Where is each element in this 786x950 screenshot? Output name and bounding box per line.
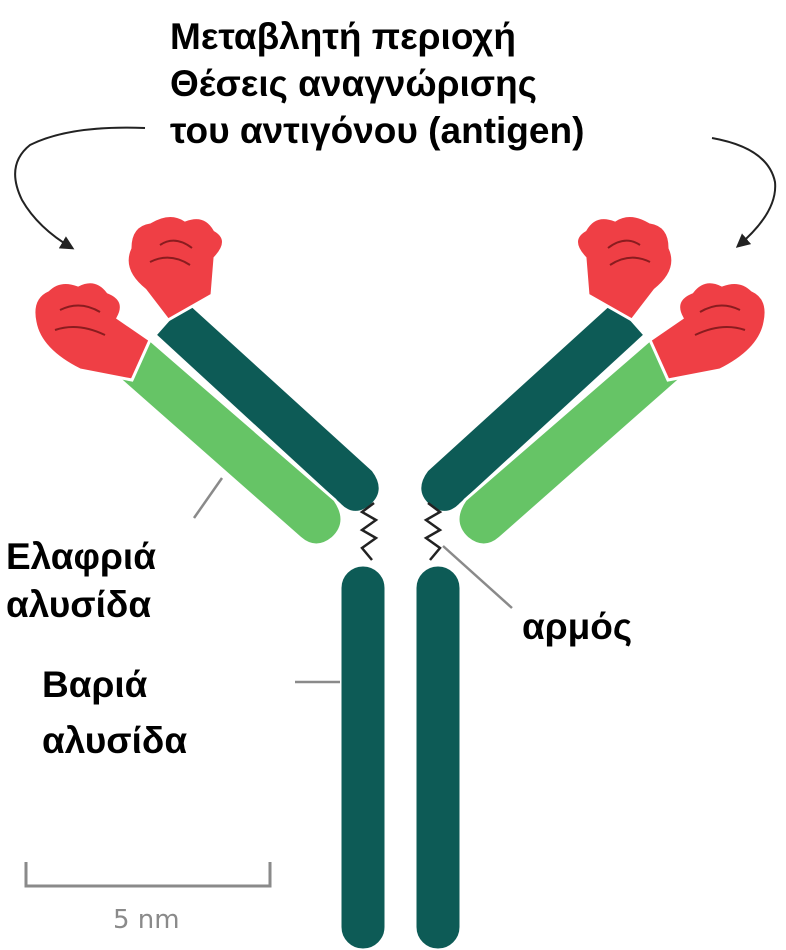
left-curved-arrow-icon — [15, 128, 145, 248]
light-chain-label-line: αλυσίδα — [6, 582, 156, 630]
right-heavy-variable-region — [577, 215, 673, 320]
heavy-chain-stem-left — [340, 565, 386, 950]
title-line: Μεταβλητή περιοχή — [170, 14, 584, 61]
title-line: Θέσεις αναγνώρισης — [170, 61, 584, 108]
light-chain-leader-line — [194, 478, 222, 518]
light-chain-label-line: Ελαφριά — [6, 534, 156, 582]
heavy-chain-stem-right — [415, 565, 461, 950]
left-heavy-variable-region — [127, 215, 223, 320]
hinge-right — [426, 503, 440, 560]
left-arm — [34, 215, 380, 545]
scale-bar — [26, 862, 270, 886]
variable-region-title: Μεταβλητή περιοχή Θέσεις αναγνώρισης του… — [170, 14, 584, 155]
hinge-left — [362, 503, 376, 560]
heavy-chain-label-line: Βαριά — [42, 662, 187, 718]
hinge-label: αρμός — [522, 604, 632, 650]
right-arm — [420, 215, 766, 545]
heavy-chain-label: Βαριά αλυσίδα — [42, 662, 187, 774]
heavy-chain-label-line: αλυσίδα — [42, 718, 187, 774]
title-line: του αντιγόνου (antigen) — [170, 108, 584, 155]
light-chain-label: Ελαφριά αλυσίδα — [6, 534, 156, 630]
right-curved-arrow-icon — [712, 138, 775, 246]
scale-bar-label: 5 nm — [113, 905, 180, 935]
